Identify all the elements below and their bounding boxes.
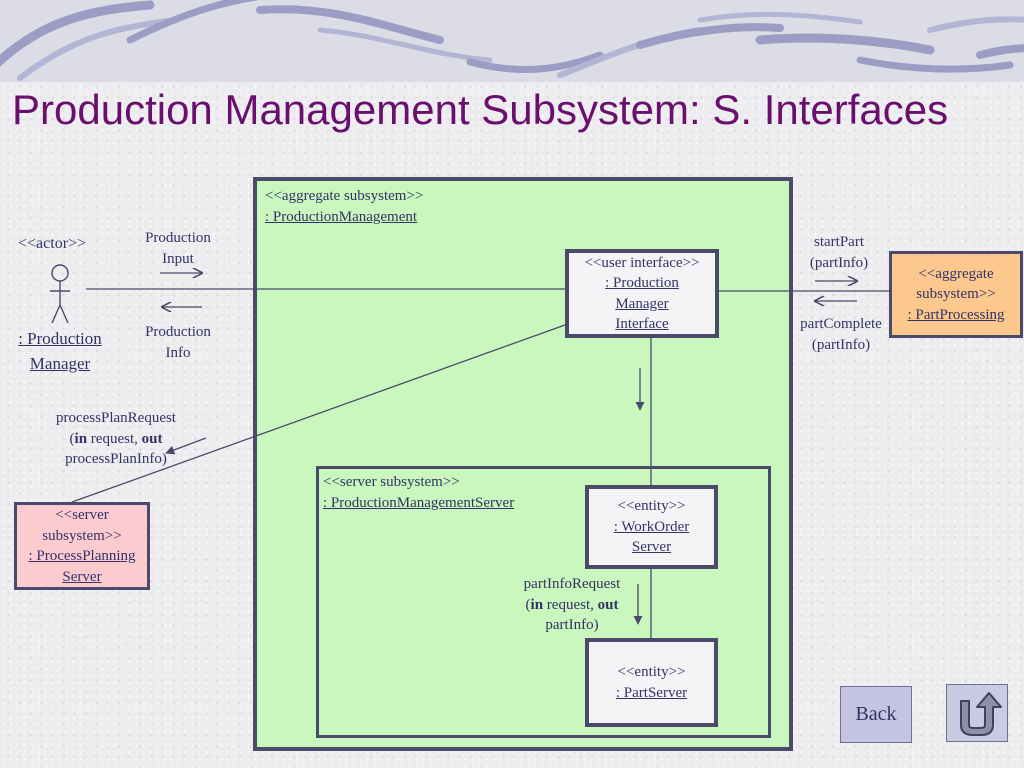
work-order-stereotype: <<entity>> <box>617 498 686 515</box>
process-plan-request-line3: processPlanInfo) <box>65 451 167 467</box>
ppr-in-keyword: in <box>74 430 88 447</box>
part-server-node: <<entity>> : PartServer <box>585 638 718 727</box>
pir-out-keyword: out <box>597 596 619 613</box>
part-complete-line1: partComplete <box>800 316 882 332</box>
server-subsystem-label: <<server subsystem>> : ProductionManagem… <box>323 472 514 513</box>
part-processing-stereotype-2: subsystem>> <box>916 286 996 303</box>
start-part-label: startPart (partInfo) <box>794 232 884 273</box>
actor-name-2: Manager <box>29 354 91 373</box>
pir-request-text: request, <box>543 596 598 613</box>
actor-name: : Production Manager <box>8 326 112 376</box>
part-info-request-line2: (in request, out <box>508 595 636 616</box>
part-processing-name: : PartProcessing <box>907 306 1005 323</box>
user-interface-name-3: Interface <box>615 316 669 332</box>
part-complete-label: partComplete (partInfo) <box>792 314 890 355</box>
production-input-label: Production Input <box>131 228 225 269</box>
production-input-line2: Input <box>162 250 194 267</box>
start-part-line1: startPart <box>814 234 864 250</box>
part-server-name: : PartServer <box>615 684 688 701</box>
user-interface-name-1: : Production <box>605 275 679 291</box>
part-info-request-line1: partInfoRequest <box>523 576 621 592</box>
slide-title: Production Management Subsystem: S. Inte… <box>12 86 949 133</box>
ppr-out-keyword: out <box>141 430 163 447</box>
process-plan-request-line1: processPlanRequest <box>56 410 176 426</box>
return-button[interactable] <box>946 684 1008 742</box>
actor-stick-figure <box>50 264 70 324</box>
part-server-stereotype: <<entity>> <box>617 664 686 680</box>
user-interface-stereotype: <<user interface>> <box>584 254 700 271</box>
server-subsystem-name: : ProductionManagementServer <box>323 494 515 511</box>
part-processing-node: <<aggregate subsystem>> : PartProcessing <box>889 251 1023 338</box>
process-planning-stereotype-2: subsystem>> <box>42 527 122 544</box>
work-order-name-1: : WorkOrder <box>613 518 690 535</box>
process-plan-request-line2: (in request, out <box>24 429 208 450</box>
process-planning-name-2: Server <box>62 568 102 585</box>
production-info-label: Production Info <box>131 322 225 363</box>
pir-open-paren: ( <box>525 596 531 613</box>
u-turn-arrow-icon <box>960 692 1002 736</box>
user-interface-node: <<user interface>> : Production Manager … <box>565 249 719 338</box>
pir-in-keyword: in <box>530 596 544 613</box>
production-info-line2: Info <box>165 344 191 361</box>
process-planning-node: <<server subsystem>> : ProcessPlanning S… <box>14 502 150 590</box>
aggregate-subsystem-name: : ProductionManagement <box>265 208 418 225</box>
ppr-open-paren: ( <box>69 430 75 447</box>
ui-processplanning-link <box>71 324 566 503</box>
part-complete-line2: (partInfo) <box>811 336 871 353</box>
part-info-request-label: partInfoRequest (in request, out partInf… <box>508 574 636 636</box>
user-interface-name-2: Manager <box>615 295 669 312</box>
production-info-line1: Production <box>145 324 211 340</box>
server-subsystem-stereotype: <<server subsystem>> <box>323 474 460 490</box>
decorative-banner <box>0 0 1024 82</box>
part-info-request-line3: partInfo) <box>545 617 599 633</box>
part-processing-stereotype-1: <<aggregate <box>918 265 994 282</box>
work-order-name-2: Server <box>631 539 672 556</box>
actor-stereotype: <<actor>> <box>18 235 87 252</box>
actor-name-1: : Production <box>18 329 102 348</box>
back-button[interactable]: Back <box>840 686 912 743</box>
ppr-request-text: request, <box>87 430 142 447</box>
aggregate-subsystem-stereotype: <<aggregate subsystem>> <box>265 188 424 204</box>
work-order-server-node: <<entity>> : WorkOrder Server <box>585 485 718 569</box>
back-button-label: Back <box>855 703 897 725</box>
aggregate-subsystem-label: <<aggregate subsystem>> : ProductionMana… <box>265 186 423 227</box>
process-plan-request-arrow <box>165 437 207 455</box>
process-plan-request-label: processPlanRequest (in request, out proc… <box>24 408 208 470</box>
process-planning-stereotype-1: <<server <box>55 507 109 523</box>
production-input-line1: Production <box>145 230 211 246</box>
start-part-line2: (partInfo) <box>809 254 869 271</box>
process-planning-name-1: : ProcessPlanning <box>28 548 136 564</box>
